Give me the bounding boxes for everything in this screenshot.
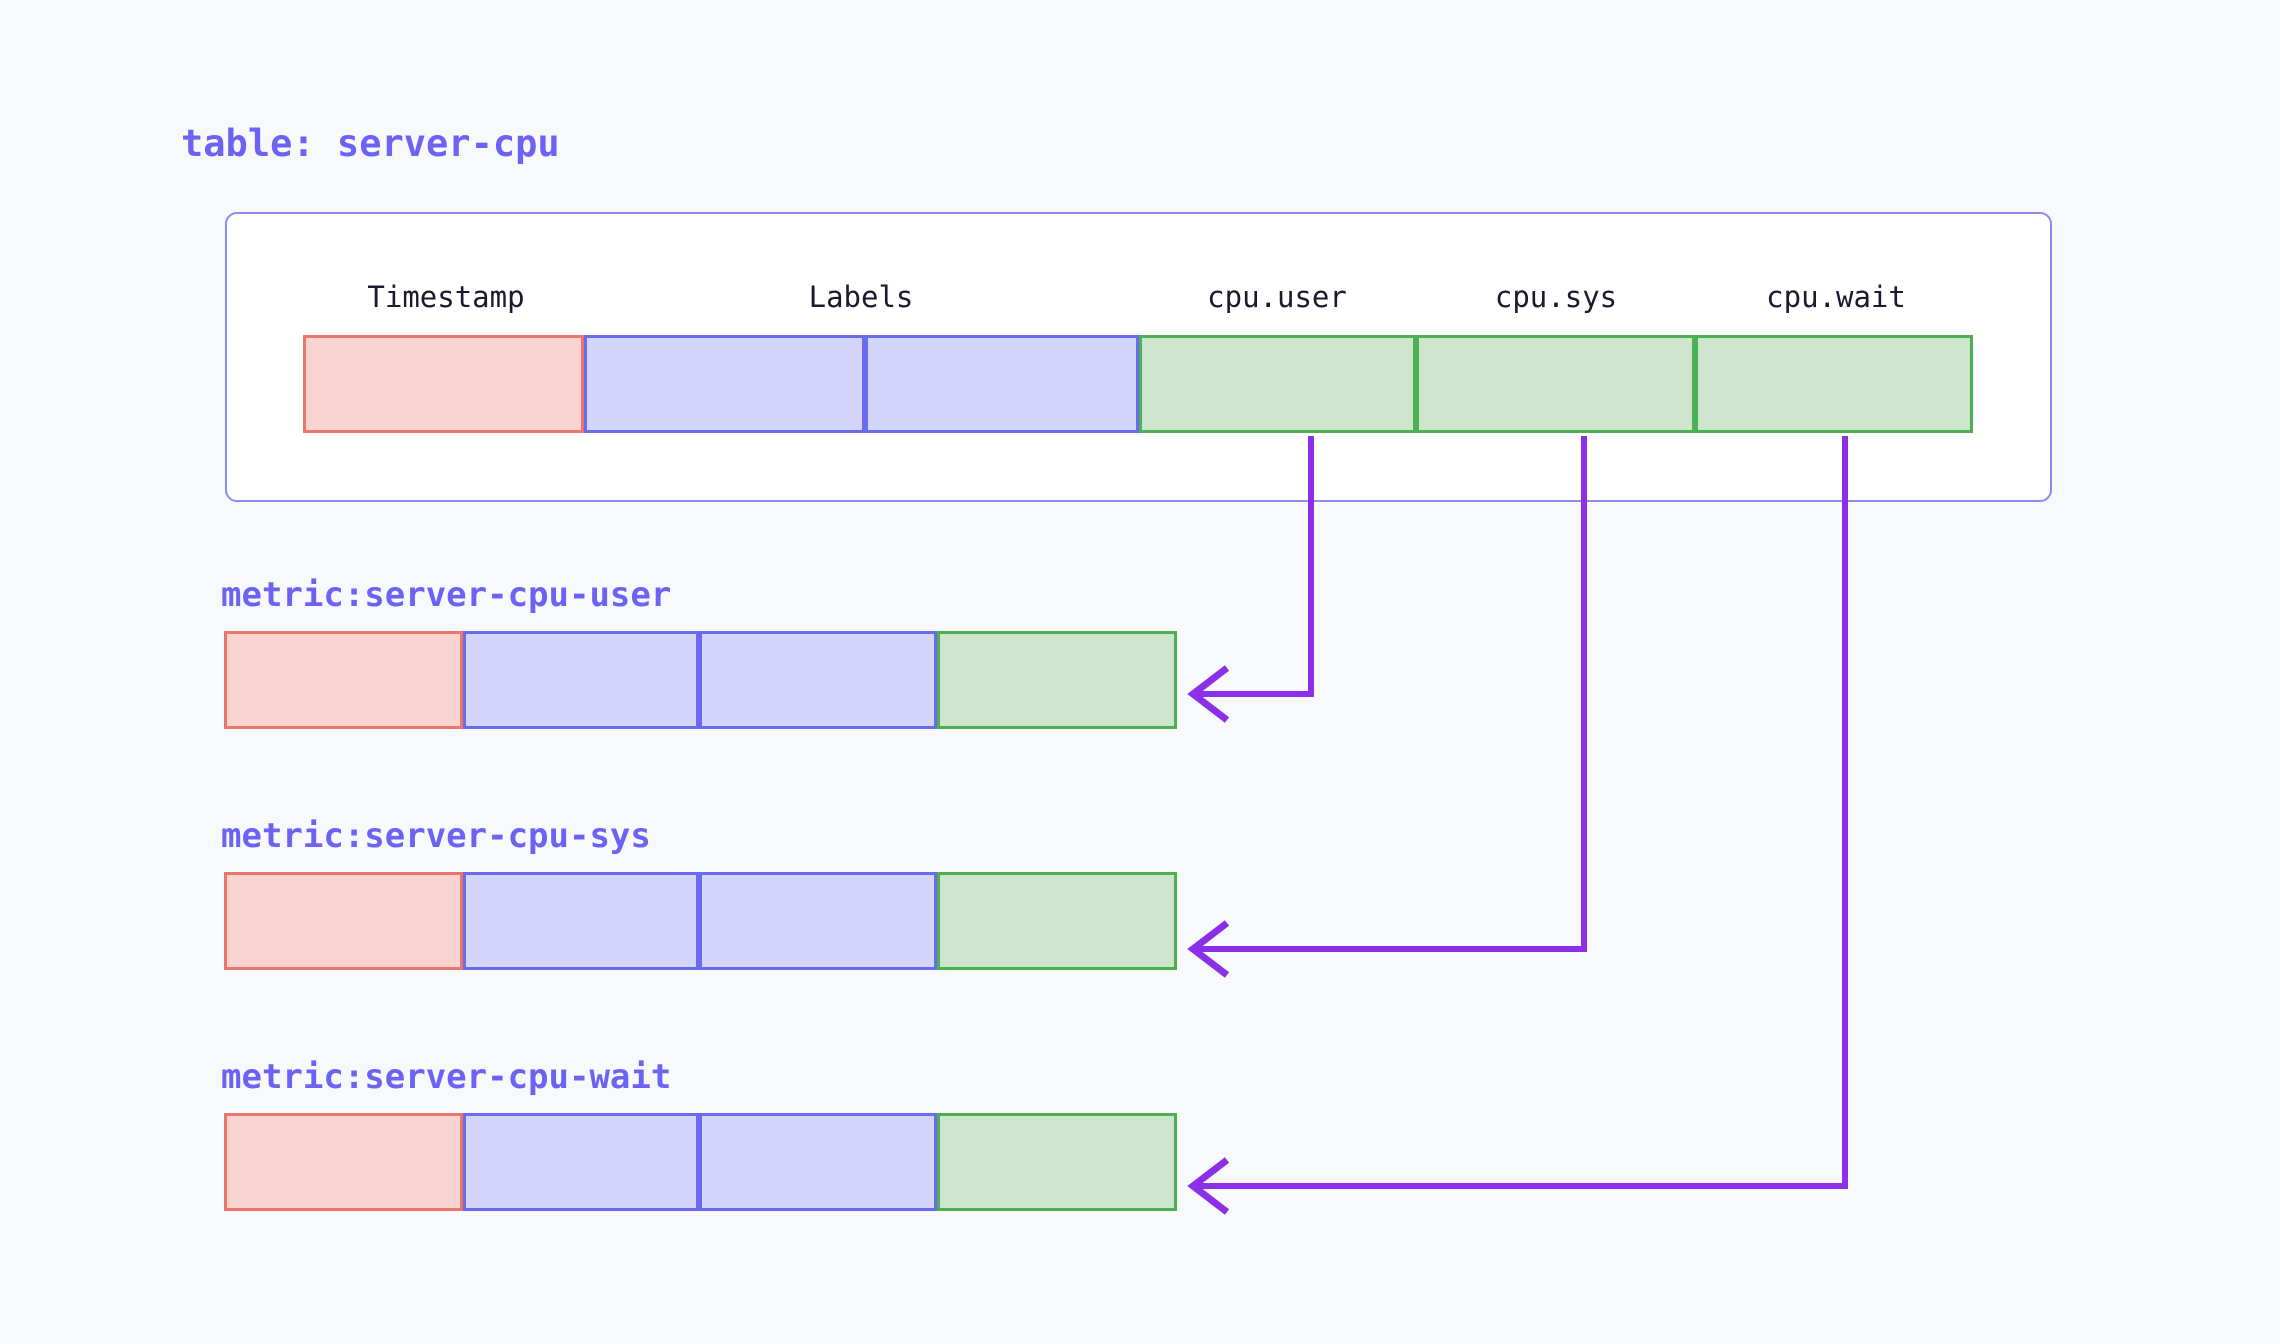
- table-cell-labels-2: [865, 335, 1139, 433]
- metric-cell-timestamp: [224, 872, 463, 970]
- metric-cell-labels-1: [463, 1113, 699, 1211]
- metric-cell-timestamp: [224, 631, 463, 729]
- metric-row-server-cpu-wait: [0, 1113, 2280, 1211]
- table-cell-cpu-wait: [1695, 335, 1973, 433]
- column-header-labels: Labels: [808, 280, 914, 314]
- metric-cell-timestamp: [224, 1113, 463, 1211]
- column-header-cpu-sys: cpu.sys: [1494, 280, 1618, 314]
- column-header-timestamp: Timestamp: [367, 280, 525, 314]
- table-cell-row: [0, 335, 2280, 433]
- metric-title-server-cpu-sys: metric:server-cpu-sys: [221, 816, 651, 856]
- column-header-cpu-wait: cpu.wait: [1766, 280, 1906, 314]
- metric-cell-labels-2: [699, 872, 937, 970]
- metric-cell-value: [937, 872, 1177, 970]
- table-cell-timestamp: [303, 335, 584, 433]
- table-cell-labels-1: [584, 335, 865, 433]
- metric-cell-value: [937, 631, 1177, 729]
- metric-row-server-cpu-sys: [0, 872, 2280, 970]
- metric-cell-labels-2: [699, 631, 937, 729]
- metric-title-server-cpu-wait: metric:server-cpu-wait: [221, 1057, 672, 1097]
- column-header-cpu-user: cpu.user: [1207, 280, 1347, 314]
- metric-cell-value: [937, 1113, 1177, 1211]
- metric-title-server-cpu-user: metric:server-cpu-user: [221, 575, 672, 615]
- metric-row-server-cpu-user: [0, 631, 2280, 729]
- table-title: table: server-cpu: [181, 122, 560, 165]
- metric-cell-labels-1: [463, 631, 699, 729]
- arrow-path-2: [1193, 436, 1848, 1189]
- table-cell-cpu-user: [1139, 335, 1416, 433]
- table-cell-cpu-sys: [1416, 335, 1695, 433]
- metric-cell-labels-2: [699, 1113, 937, 1211]
- metric-cell-labels-1: [463, 872, 699, 970]
